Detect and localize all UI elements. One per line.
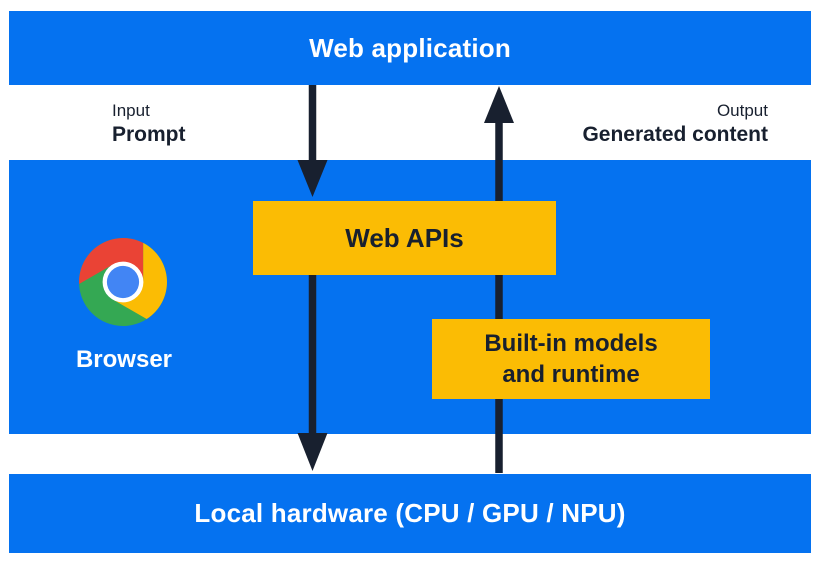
output-label-group: Output Generated content [582, 99, 768, 148]
builtin-models-label-line2: and runtime [502, 361, 640, 388]
web-application-label: Web application [309, 32, 511, 63]
local-hardware-bar: Local hardware (CPU / GPU / NPU) [9, 474, 811, 553]
output-value: Generated content [582, 123, 768, 146]
output-title: Output [716, 101, 768, 120]
local-hardware-label: Local hardware (CPU / GPU / NPU) [194, 498, 626, 528]
input-value: Prompt [112, 123, 186, 146]
browser-label: Browser [75, 346, 173, 373]
input-title: Input [112, 101, 150, 120]
input-label-group: Input Prompt [112, 99, 186, 148]
web-apis-label: Web APIs [345, 222, 464, 253]
builtin-models-label-line1: Built-in models [484, 330, 658, 357]
web-application-bar: Web application [9, 11, 811, 85]
chrome-logo-icon [79, 238, 167, 326]
builtin-models-box: Built-in models and runtime [432, 319, 710, 399]
web-apis-box: Web APIs [253, 201, 556, 275]
